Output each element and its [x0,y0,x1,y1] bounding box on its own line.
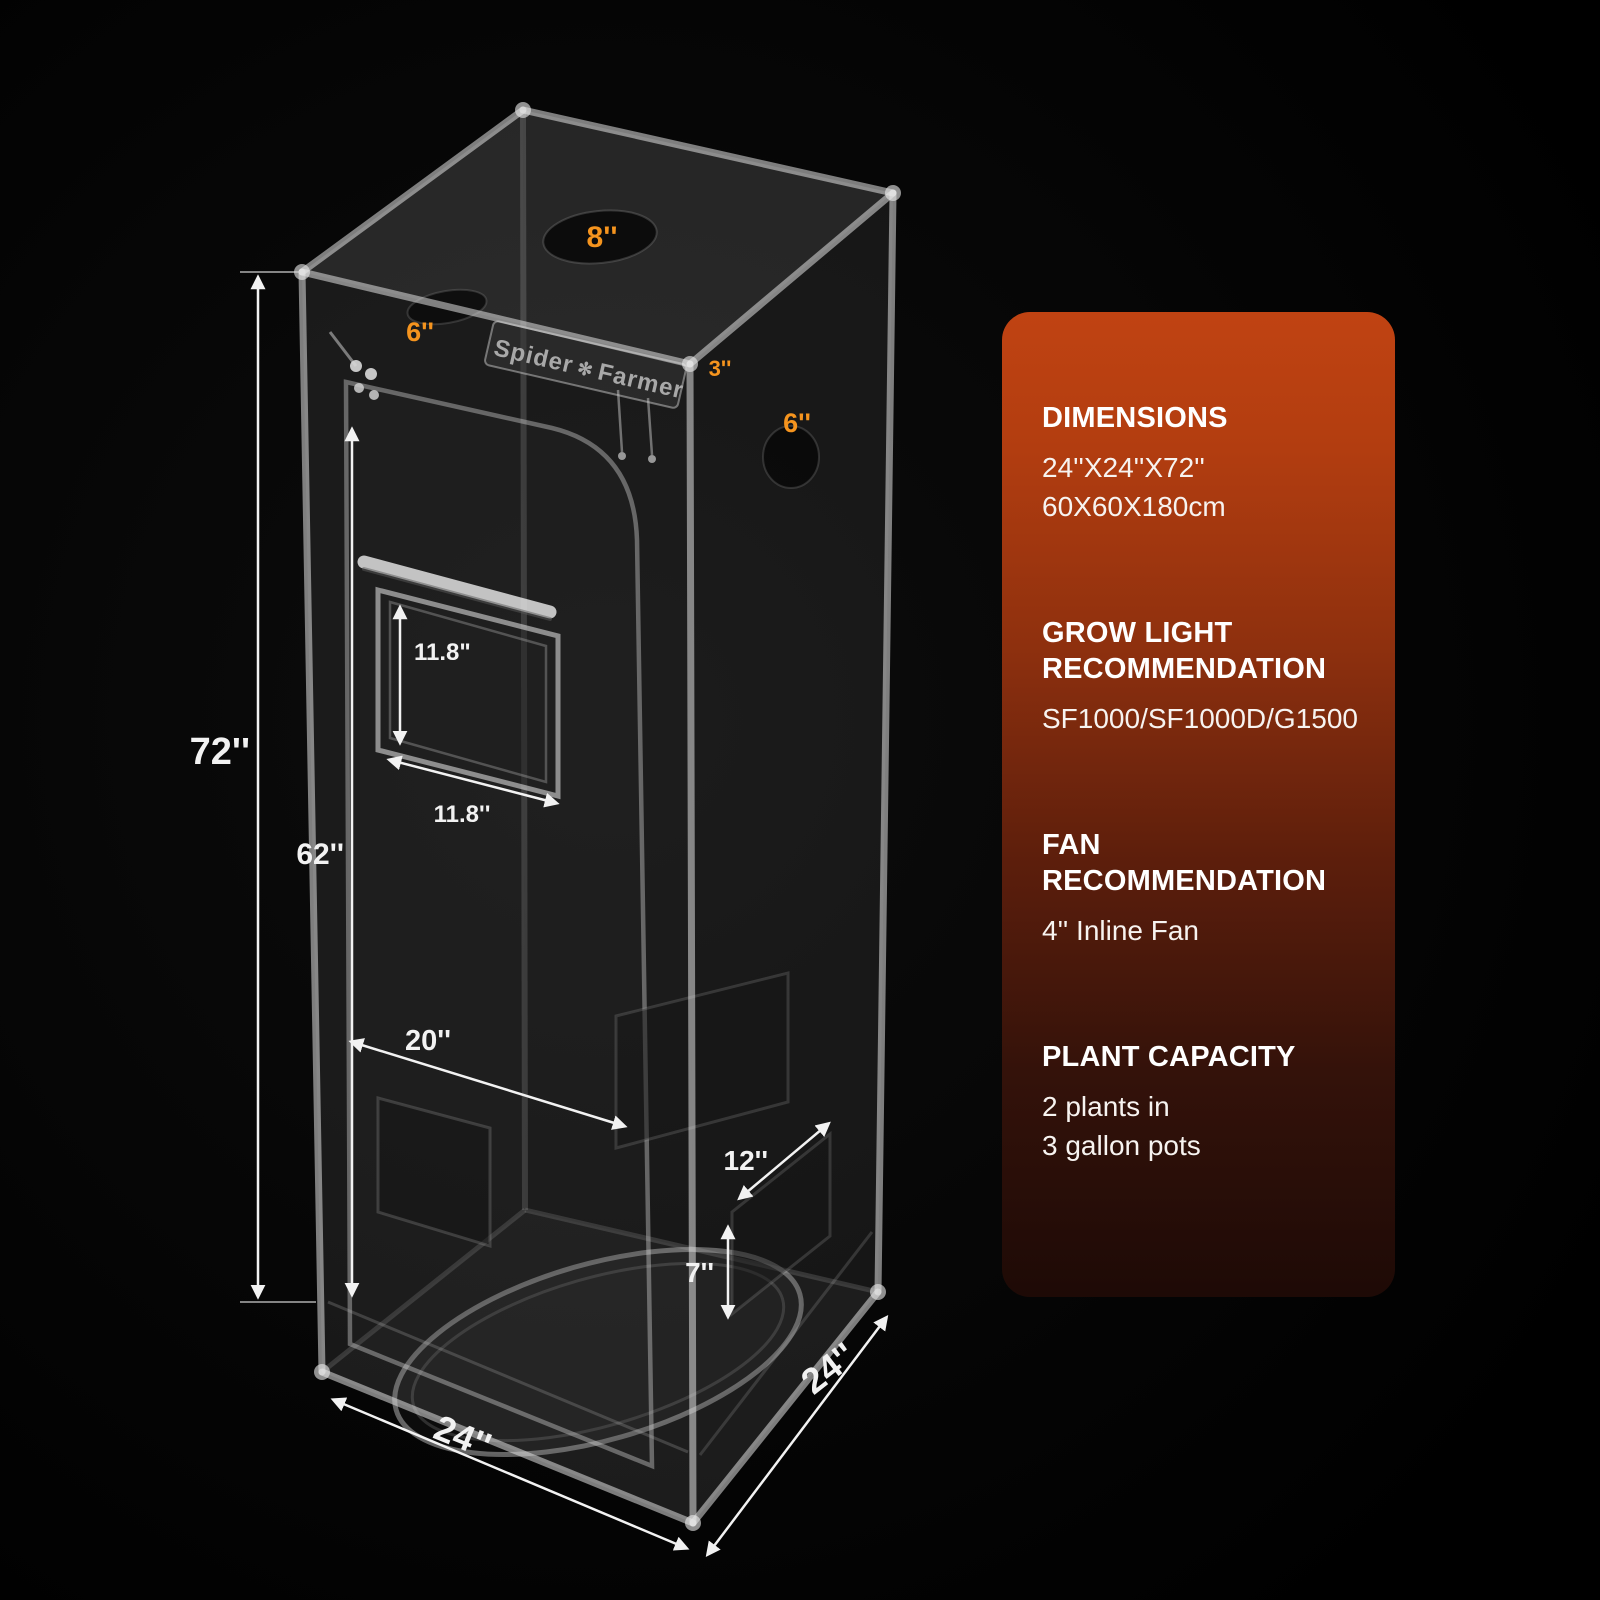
grow-tent-illustration: 8'' 6'' 3'' 6'' Spider ✻ Farmer [190,102,901,1557]
panel-section-fan: FAN RECOMMENDATION 4'' Inline Fan [1042,827,1357,951]
window-roll-bar [357,555,557,621]
door-panel [343,379,655,1470]
dimension-line-window-width [386,755,560,808]
dim-20-label: 20'' [405,1025,451,1057]
dim-12-label: 12'' [724,1145,768,1176]
dim-window-width-label: 11.8'' [434,801,491,828]
brand-flower-icon: ✻ [575,358,595,381]
port-8-label: 8'' [587,221,618,254]
fan-recommendation-value: 4'' Inline Fan [1042,915,1200,947]
port-3-label: 3'' [709,356,732,381]
section-heading-plant-capacity: PLANT CAPACITY [1042,1040,1296,1073]
dimensions-value-inches: 24''X24''X72'' [1042,452,1205,484]
dim-62-label: 62'' [296,838,344,871]
section-heading-dimensions: DIMENSIONS [1042,402,1228,434]
section-heading-grow-light: GROW LIGHT RECOMMENDATION [1042,616,1327,685]
dimension-line-24-front [330,1397,690,1551]
hanging-straps [328,331,656,463]
dimension-line-12 [737,1121,831,1201]
tent-right-face [690,193,893,1523]
dimensions-value-cm: 60X60X180cm [1042,490,1226,522]
info-panel: DIMENSIONS 24''X24''X72'' 60X60X180cm GR… [1002,312,1395,1297]
panel-section-dimensions: DIMENSIONS 24''X24''X72'' 60X60X180cm [1042,400,1357,527]
right-port-6in [762,425,820,489]
panel-section-grow-light: GROW LIGHT RECOMMENDATION SF1000/SF1000D… [1042,615,1358,739]
dim-window-height-label: 11.8" [414,639,471,666]
frame-corner-connectors [294,102,901,1531]
dim-72-label: 72'' [190,731,250,773]
dimension-line-24-side [705,1315,889,1557]
port-6-left-label: 6'' [406,317,434,347]
port-6-right-label: 6'' [783,408,811,438]
grow-light-models: SF1000/SF1000D/G1500 [1042,703,1358,734]
panel-section-plant-capacity: PLANT CAPACITY 2 plants in 3 gallon pots [1042,1039,1357,1166]
plant-capacity-line-1: 2 plants in [1042,1091,1170,1122]
top-port-8in [542,209,658,265]
duct-ports: 8'' 6'' 3'' 6'' [406,209,820,489]
section-heading-fan: FAN RECOMMENDATION [1042,828,1327,897]
dim-7-label: 7'' [685,1257,714,1288]
plant-capacity-line-2: 3 gallon pots [1042,1129,1201,1161]
dimension-line-20 [348,1038,628,1130]
